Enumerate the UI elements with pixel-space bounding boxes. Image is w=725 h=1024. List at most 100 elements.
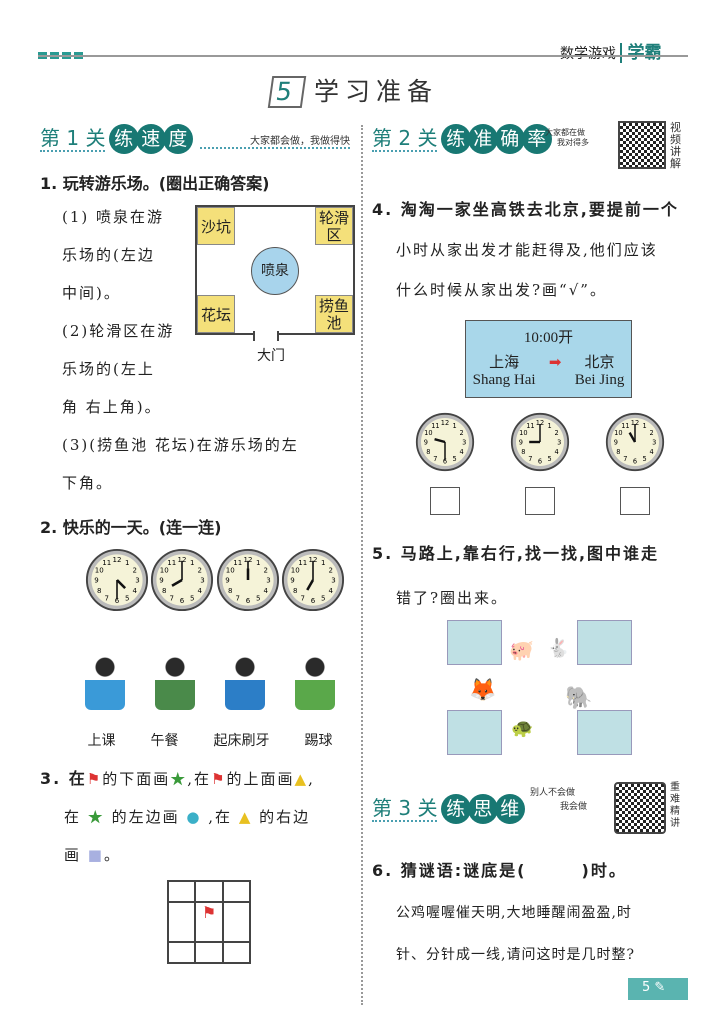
level1-header: 第 1 关 练速度 [40, 122, 193, 154]
level2-header: 第 2 关 练准确率 [372, 122, 552, 154]
svg-text:11: 11 [298, 558, 307, 567]
pencil-icon: ✎ [654, 980, 666, 995]
svg-text:10: 10 [225, 565, 234, 574]
fox-image: 🦊 [469, 678, 497, 703]
page-number-badge: 5 ✎ [628, 978, 688, 1000]
svg-text:2: 2 [132, 565, 136, 574]
svg-text:12: 12 [441, 419, 449, 427]
svg-text:4: 4 [263, 586, 268, 595]
svg-text:3: 3 [266, 576, 270, 585]
level2-slogan: 大家都在做我对得多 [545, 128, 589, 147]
circle-icon: ● [186, 808, 202, 826]
map-gate: 大门 [257, 348, 285, 364]
answer-box[interactable] [620, 487, 650, 515]
svg-text:11: 11 [102, 558, 111, 567]
activity-label: 起床刷牙 [213, 733, 270, 749]
svg-text:7: 7 [433, 455, 437, 463]
child-brushing-image [225, 655, 265, 710]
square-icon: ■ [87, 846, 104, 864]
svg-text:6: 6 [115, 596, 120, 605]
svg-text:9: 9 [290, 576, 294, 585]
map-fishpond: 捞鱼池 [315, 295, 353, 333]
amusement-park-map: 沙坑 轮滑区 花坛 捞鱼池 喷泉 [195, 205, 355, 335]
rabbit-image: 🐇 [547, 638, 570, 659]
svg-text:12: 12 [113, 555, 122, 564]
svg-text:7: 7 [235, 593, 239, 602]
svg-text:5: 5 [642, 455, 646, 463]
svg-text:9: 9 [424, 438, 428, 446]
svg-text:12: 12 [178, 555, 187, 564]
q3-grid: ⚑ [167, 880, 251, 964]
level3-header: 第 3 关 练思维 [372, 792, 525, 824]
svg-text:5: 5 [452, 455, 456, 463]
svg-text:11: 11 [168, 558, 177, 567]
svg-text:10: 10 [160, 565, 169, 574]
svg-text:2: 2 [650, 429, 654, 437]
svg-text:6: 6 [538, 458, 542, 466]
level1-slogan: 大家都会做，我做得快 [200, 132, 350, 149]
level3-slogan: 别人不会做我会做 [530, 788, 588, 812]
svg-text:1: 1 [642, 422, 646, 430]
svg-text:5: 5 [321, 593, 325, 602]
svg-text:7: 7 [105, 593, 109, 602]
svg-text:6: 6 [633, 458, 637, 466]
svg-text:11: 11 [621, 422, 629, 430]
svg-text:8: 8 [426, 448, 430, 456]
q4-text: 4. 淘淘一家坐高铁去北京,要提前一个小时从家出发才能赶得及,他们应该什么时候从… [372, 200, 679, 299]
svg-text:8: 8 [97, 586, 101, 595]
svg-text:4: 4 [650, 448, 654, 456]
answer-box[interactable] [430, 487, 460, 515]
triangle-icon: ▲ [294, 770, 309, 788]
header-brand: 数学游戏 学霸 [560, 43, 662, 63]
svg-text:2: 2 [328, 565, 332, 574]
svg-text:3: 3 [331, 576, 335, 585]
svg-text:10: 10 [519, 429, 527, 437]
q2-activities: 上课午餐起床刷牙踢球 [70, 730, 350, 750]
svg-text:1: 1 [321, 558, 325, 567]
svg-text:6: 6 [311, 596, 316, 605]
svg-text:11: 11 [233, 558, 242, 567]
svg-text:5: 5 [256, 593, 260, 602]
q1-title: 1. 玩转游乐场。(圈出正确答案) [40, 174, 270, 193]
svg-text:6: 6 [180, 596, 185, 605]
svg-text:9: 9 [225, 576, 229, 585]
qr-code[interactable] [614, 782, 666, 834]
svg-text:4: 4 [132, 586, 137, 595]
logo: 学霸 [620, 43, 662, 63]
svg-text:9: 9 [519, 438, 523, 446]
svg-text:8: 8 [228, 586, 232, 595]
svg-text:8: 8 [521, 448, 525, 456]
star-icon: ★ [87, 808, 105, 826]
qr-label: 视频讲解 [670, 121, 681, 170]
q3-text: 3. 在⚑的下面画★,在⚑的上面画▲, 在 ★ 的左边画 ● ,在 ▲ 的右边 … [40, 769, 315, 864]
svg-text:12: 12 [243, 555, 252, 564]
svg-text:11: 11 [431, 422, 439, 430]
svg-text:1: 1 [190, 558, 194, 567]
svg-text:1: 1 [256, 558, 260, 567]
sidewalk [577, 710, 632, 755]
svg-text:11: 11 [526, 422, 534, 430]
svg-text:5: 5 [547, 455, 551, 463]
svg-text:10: 10 [95, 565, 104, 574]
svg-text:5: 5 [190, 593, 194, 602]
map-fountain: 喷泉 [251, 247, 299, 295]
flag-icon: ⚑ [195, 902, 223, 942]
svg-text:7: 7 [623, 455, 627, 463]
svg-text:8: 8 [162, 586, 166, 595]
svg-text:3: 3 [557, 438, 561, 446]
qr-code[interactable] [618, 121, 666, 169]
header-rule [38, 55, 688, 57]
child-eating-image [155, 655, 195, 710]
header-decoration [38, 44, 86, 63]
road-picture: 🐖 🐇 🦊 🐘 🐢 [447, 620, 632, 755]
answer-box[interactable] [525, 487, 555, 515]
child-soccer-image [295, 655, 335, 710]
svg-text:2: 2 [263, 565, 267, 574]
activity-label: 午餐 [150, 733, 179, 749]
svg-text:3: 3 [462, 438, 466, 446]
svg-text:7: 7 [301, 593, 305, 602]
svg-text:3: 3 [201, 576, 205, 585]
